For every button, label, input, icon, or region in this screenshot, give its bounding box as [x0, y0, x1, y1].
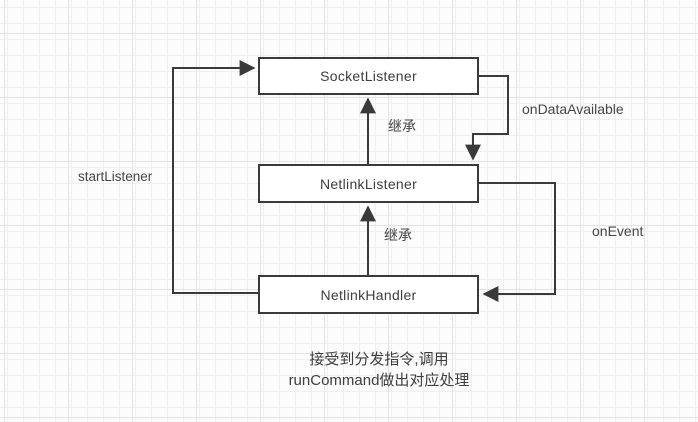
edge-ondataavailable: [465, 75, 509, 161]
node-netlinklistener: NetlinkListener: [258, 164, 479, 203]
edge-label-inheritance-bottom: 继承: [384, 227, 412, 243]
edge-label-onevent: onEvent: [592, 223, 644, 239]
node-netlinklistener-label: NetlinkListener: [319, 175, 418, 192]
edge-label-startlistener: startListener: [78, 169, 153, 184]
diagram-note-line1: 接受到分发指令,调用: [309, 351, 449, 368]
diagram-note: 接受到分发指令,调用 runCommand做出对应处理: [249, 349, 509, 391]
node-socketlistener: SocketListener: [258, 57, 479, 95]
edge-label-ondataavailable: onDataAvailable: [522, 101, 624, 117]
node-netlinkhandler-label: NetlinkHandler: [320, 286, 417, 303]
edge-onevent: [478, 182, 556, 302]
node-socketlistener-label: SocketListener: [320, 68, 417, 84]
diagram-note-line2: runCommand做出对应处理: [288, 372, 470, 389]
edge-startlistener: [172, 60, 258, 294]
node-netlinkhandler: NetlinkHandler: [258, 275, 479, 314]
edge-label-inheritance-top: 继承: [388, 118, 416, 134]
